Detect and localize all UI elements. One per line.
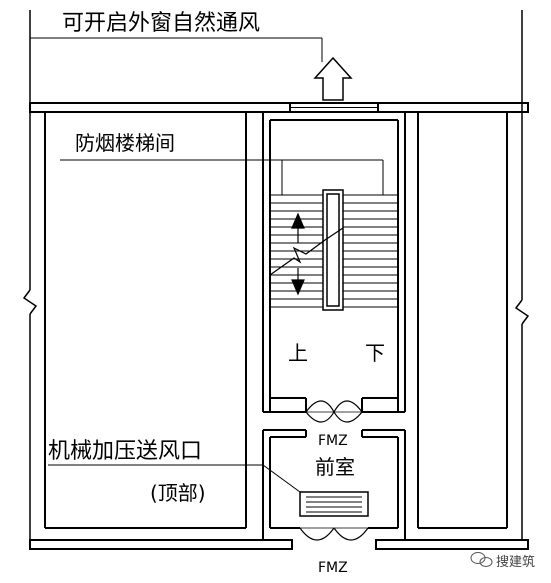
- pressurized-supply-outlet: [299, 491, 369, 517]
- window-label: 可开启外窗自然通风: [62, 11, 260, 36]
- supply-leader: [48, 464, 301, 493]
- stair-down-label: 下: [365, 341, 385, 365]
- right-room-walls: [417, 111, 508, 529]
- door-label-lower: FMZ: [318, 560, 348, 576]
- door-label-upper: FMZ: [318, 433, 348, 449]
- left-wall: [22, 10, 38, 548]
- bottom-wall: [29, 539, 529, 550]
- top-wall: [29, 102, 529, 113]
- stair-newel: [322, 189, 344, 311]
- anteroom-walls: [262, 429, 406, 540]
- anteroom-label: 前室: [315, 455, 355, 479]
- stairwell-walls: [262, 112, 406, 413]
- openable-window: [289, 102, 379, 113]
- wechat-icon: [470, 552, 493, 567]
- upper-double-door: [305, 400, 363, 423]
- up-arrow-icon: [313, 56, 353, 101]
- stair-up-label: 上: [288, 341, 308, 365]
- stair-label: 防烟楼梯间: [75, 131, 175, 155]
- watermark-text: 搜建筑: [496, 554, 535, 570]
- supply-sub-label: (顶部): [150, 481, 206, 505]
- stair-direction-arrows: [291, 212, 305, 296]
- left-room-walls: [44, 111, 247, 529]
- window-leader: [30, 37, 323, 62]
- supply-label: 机械加压送风口: [48, 439, 202, 464]
- stair-break-line: [269, 227, 344, 276]
- right-wall: [514, 10, 530, 548]
- lower-double-door: [299, 527, 369, 541]
